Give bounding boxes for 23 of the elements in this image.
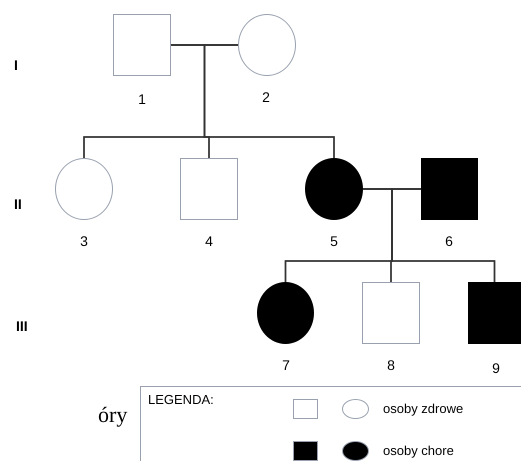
legend-title: LEGENDA: — [148, 393, 214, 406]
pedigree-line — [204, 44, 335, 158]
generation-label: I — [14, 58, 18, 72]
text-fragment: óry — [98, 404, 128, 426]
individual-number: 2 — [262, 90, 270, 104]
individual-number: 7 — [282, 358, 290, 372]
individual-number: 5 — [330, 234, 338, 248]
individual-number: 3 — [80, 234, 88, 248]
affected-male-square — [421, 158, 478, 220]
pedigree-line — [391, 188, 496, 282]
legend-text: osoby chore — [383, 442, 454, 460]
male-square — [180, 158, 238, 220]
individual-number: 6 — [445, 234, 453, 248]
individual-number: 4 — [205, 234, 213, 248]
individual-number: 8 — [387, 358, 395, 372]
affected-male-square — [468, 282, 521, 344]
individual-number: 9 — [492, 361, 500, 375]
male-square — [362, 282, 420, 344]
male-square — [113, 14, 171, 76]
generation-label: II — [14, 197, 22, 211]
legend-text: osoby zdrowe — [383, 400, 464, 418]
generation-label: III — [16, 319, 28, 333]
individual-number: 1 — [138, 92, 146, 106]
